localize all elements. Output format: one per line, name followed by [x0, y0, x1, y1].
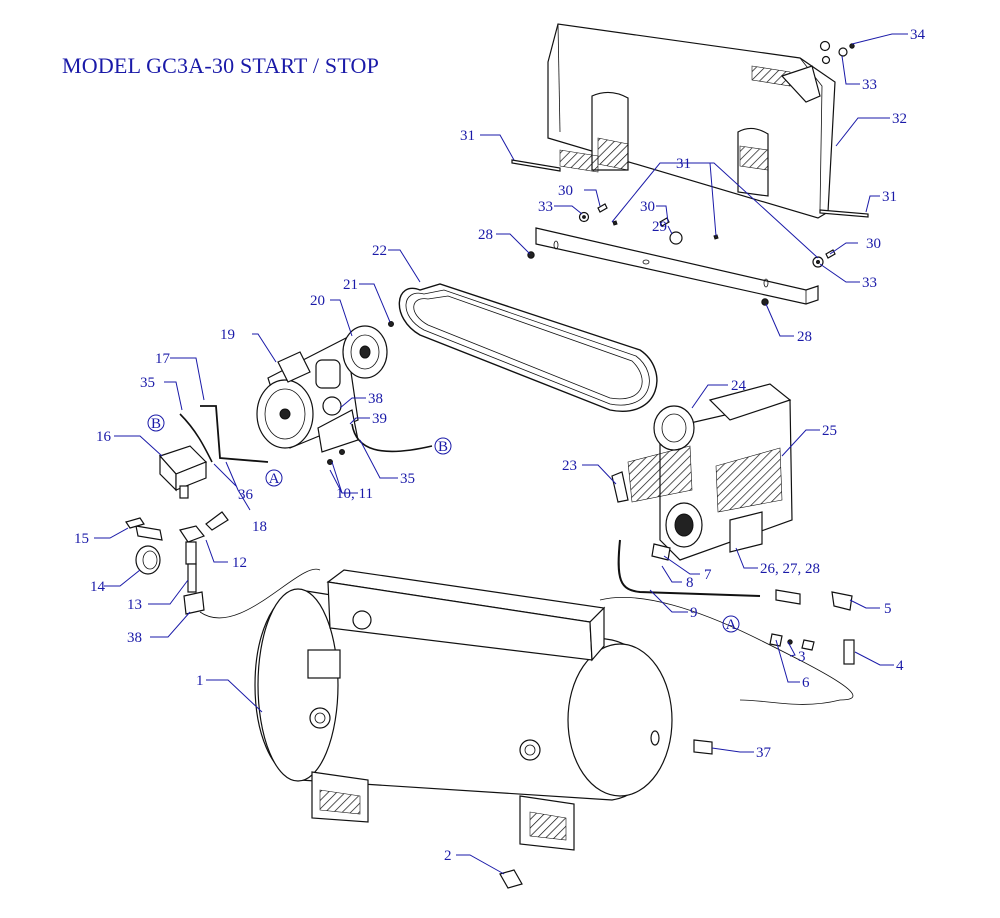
callout-37: 37	[756, 745, 772, 761]
callout-33-b: 33	[862, 77, 877, 93]
callout-18: 18	[252, 519, 267, 535]
ref-b-left: B	[151, 416, 161, 432]
callout-29: 29	[652, 219, 667, 235]
belt-guard-drawing	[547, 23, 836, 219]
callout-33-a: 33	[538, 199, 553, 215]
callout-16: 16	[96, 429, 112, 445]
guard-hardware-drawing	[511, 40, 869, 268]
manifold-drawing	[125, 511, 229, 615]
ref-circle-a-right	[722, 615, 740, 633]
reference-markers: B A B A	[147, 414, 740, 633]
callout-24: 24	[731, 378, 747, 394]
callout-23: 23	[562, 458, 577, 474]
callout-32: 32	[892, 111, 907, 127]
callout-10-11: 10, 11	[336, 486, 373, 502]
ref-circle-b-right	[434, 437, 452, 455]
callout-9: 9	[690, 605, 698, 621]
motor-drawing	[256, 321, 433, 465]
callout-8: 8	[686, 575, 694, 591]
ref-b-right: B	[438, 439, 448, 455]
callout-5: 5	[884, 601, 892, 617]
callout-1: 1	[196, 673, 204, 689]
callout-14: 14	[90, 579, 106, 595]
callout-30-b: 30	[640, 199, 655, 215]
callout-34: 34	[910, 27, 926, 43]
leader-38-b	[150, 611, 191, 638]
callout-21: 21	[343, 277, 358, 293]
pressure-switch-drawing	[158, 405, 269, 499]
callout-30-a: 30	[558, 183, 573, 199]
callout-35-a: 35	[140, 375, 155, 391]
callout-33-c: 33	[862, 275, 877, 291]
callout-6: 6	[802, 675, 810, 691]
diagram-title: MODEL GC3A-30 START / STOP	[62, 53, 380, 78]
ref-circle-a-left	[265, 469, 283, 487]
pump-drawing	[611, 383, 855, 665]
callout-labels: 1 2 3 4 5 6 7 8 9 10, 11 12 13 14 15 16 …	[74, 27, 926, 864]
callout-12: 12	[232, 555, 247, 571]
callout-39: 39	[372, 411, 387, 427]
callout-3: 3	[798, 649, 806, 665]
tank-drawing	[199, 568, 854, 889]
ref-a-left: A	[269, 471, 280, 487]
callout-30-c: 30	[866, 236, 881, 252]
callout-13: 13	[127, 597, 142, 613]
ref-circle-b-left	[147, 414, 165, 432]
callout-20: 20	[310, 293, 325, 309]
callout-28-right: 28	[797, 329, 812, 345]
callout-22: 22	[372, 243, 387, 259]
callout-25: 25	[822, 423, 837, 439]
callout-28-left: 28	[478, 227, 493, 243]
callout-26-27-28: 26, 27, 28	[760, 561, 820, 577]
callout-31-c: 31	[882, 189, 897, 205]
guard-bracket-drawing	[527, 227, 819, 306]
callout-36: 36	[238, 487, 254, 503]
callout-17: 17	[155, 351, 171, 367]
callout-7: 7	[704, 567, 712, 583]
callout-15: 15	[74, 531, 89, 547]
callout-19: 19	[220, 327, 235, 343]
callout-38-b: 38	[127, 630, 142, 646]
callout-31-b: 31	[676, 156, 691, 172]
ref-a-right: A	[726, 617, 737, 633]
callout-2: 2	[444, 848, 452, 864]
callout-35-b: 35	[400, 471, 415, 487]
callout-4: 4	[896, 658, 904, 674]
callout-38-a: 38	[368, 391, 383, 407]
leader-lines	[94, 33, 908, 875]
belt-drawing	[398, 283, 658, 412]
callout-31-a: 31	[460, 128, 475, 144]
